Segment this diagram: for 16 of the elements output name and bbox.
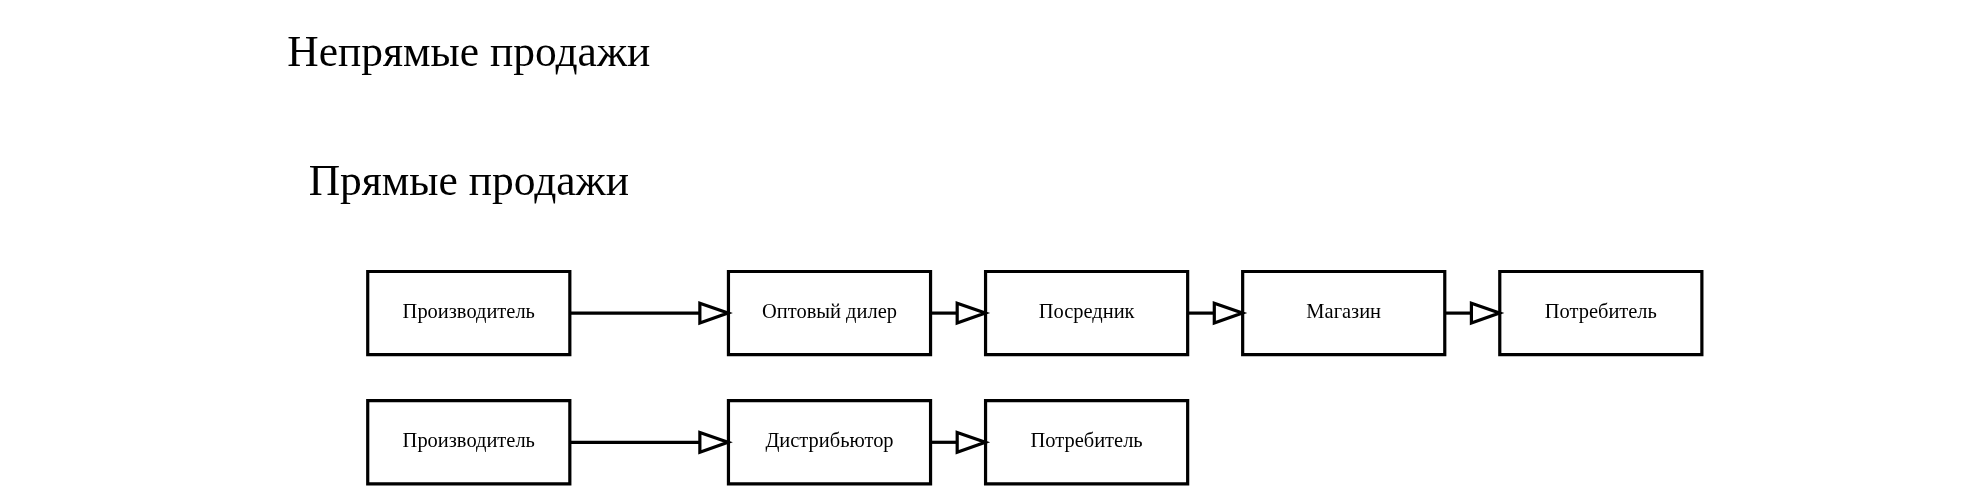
arrow	[569, 301, 733, 326]
node-box: Потребитель	[983, 399, 1189, 486]
node-box: Потребитель	[1497, 269, 1703, 357]
node-box: Производитель	[365, 269, 571, 357]
label: Прямые продажи	[308, 156, 629, 205]
node-box: Оптовый дилер	[726, 269, 932, 357]
node-box: Производитель	[365, 399, 571, 486]
arrow	[569, 430, 733, 455]
node-box: Посредник	[983, 269, 1189, 357]
arrow	[1444, 301, 1504, 326]
arrow	[1187, 301, 1247, 326]
label: Непрямые продажи	[286, 26, 650, 75]
arrow	[930, 301, 990, 326]
node-box: Дистрибьютор	[726, 399, 932, 486]
arrow	[930, 430, 990, 455]
node-box: Магазин	[1240, 269, 1446, 357]
